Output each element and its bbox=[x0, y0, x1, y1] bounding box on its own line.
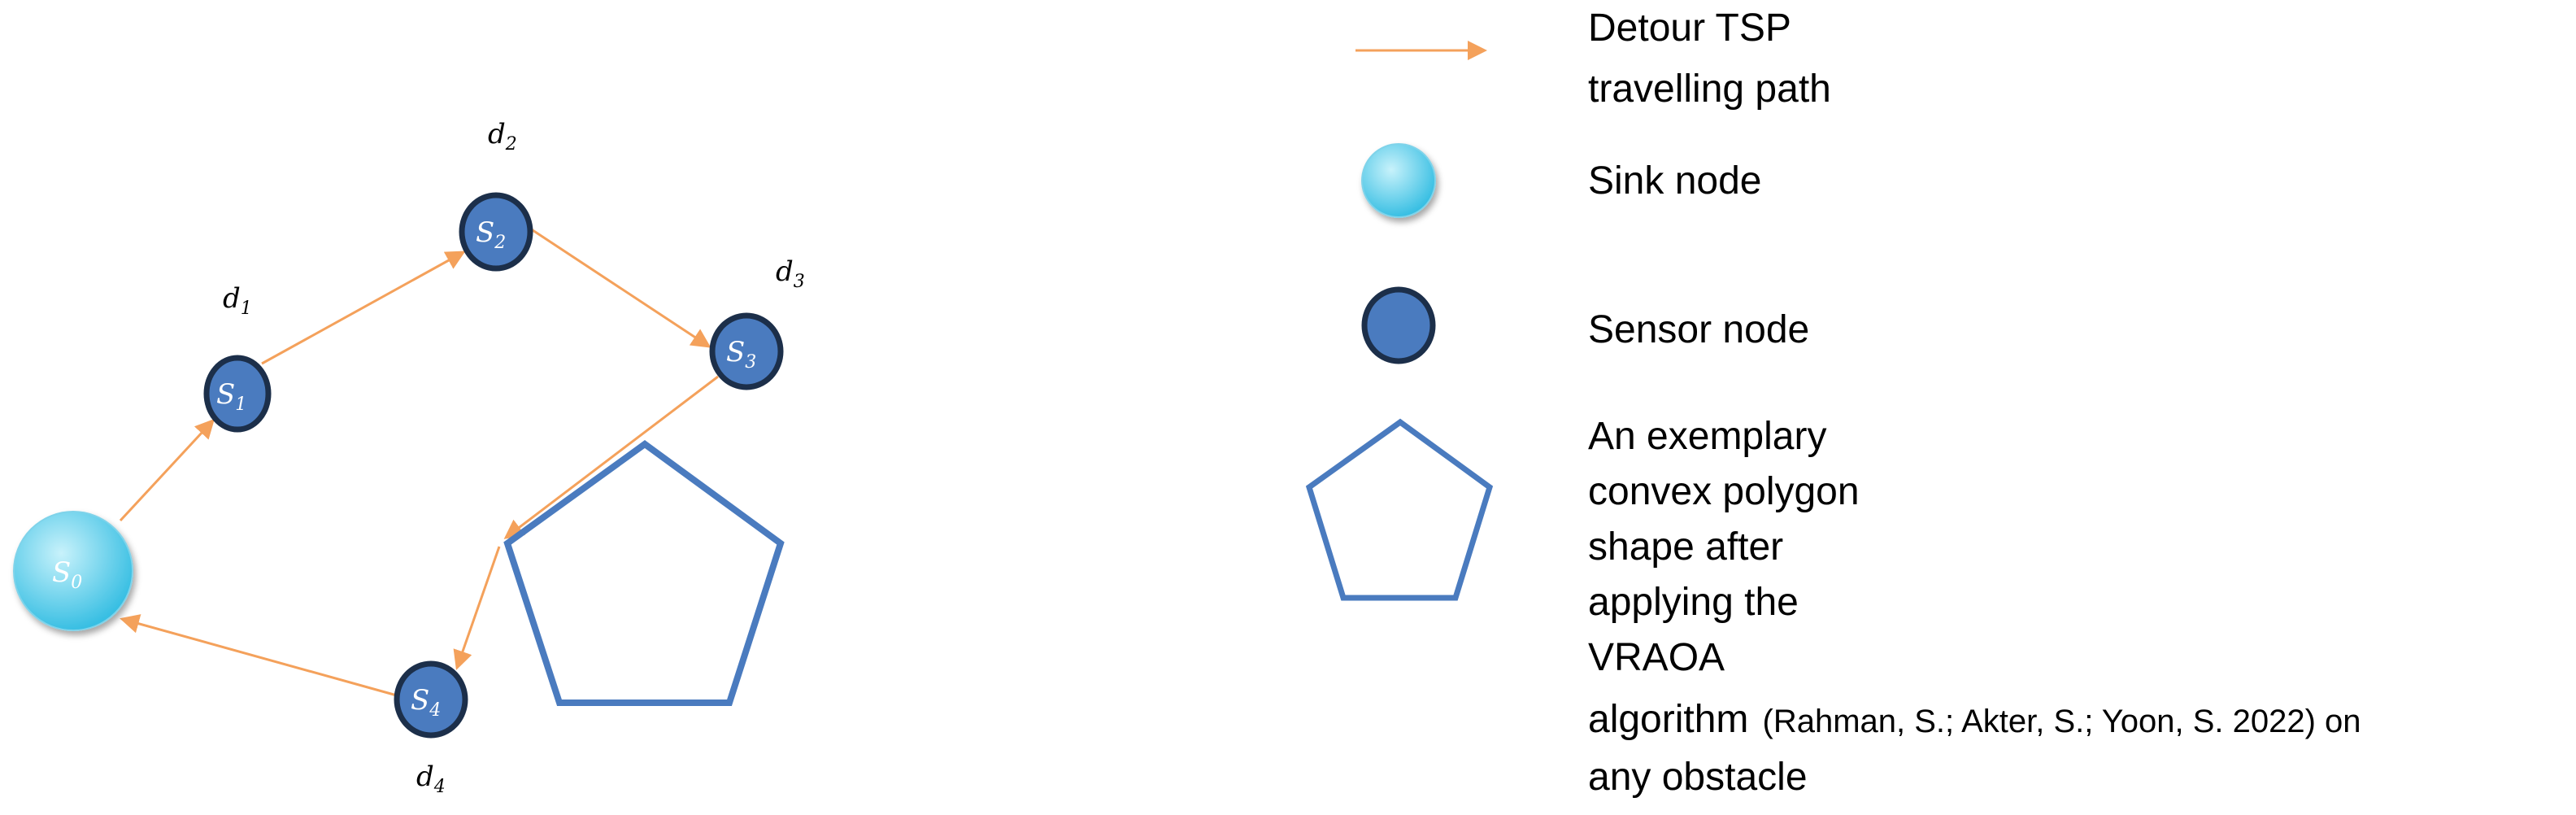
path-edge-s2-s3 bbox=[529, 227, 711, 348]
node-label-s0: S0 bbox=[52, 556, 82, 593]
sensor-node-icon bbox=[1361, 286, 1436, 364]
sink-node-icon bbox=[1361, 143, 1436, 218]
sensor-node-s3: S3 bbox=[709, 312, 784, 390]
legend-path-line1: Detour TSP bbox=[1588, 7, 1791, 50]
node-label-s1: S1 bbox=[216, 378, 246, 415]
sensor-node-s2: S2 bbox=[459, 192, 533, 272]
node-label-s3: S3 bbox=[726, 336, 756, 373]
distance-label-d4: d4 bbox=[416, 761, 446, 797]
legend-polygon-line3: shape after bbox=[1588, 525, 1783, 569]
legend-polygon-line7: any obstacle bbox=[1588, 756, 1808, 799]
path-edge-s3-detour bbox=[503, 375, 719, 539]
legend-polygon-line1: An exemplary bbox=[1588, 415, 1826, 458]
obstacle-pentagon bbox=[503, 440, 785, 706]
path-edge-detour-s4 bbox=[453, 546, 501, 670]
path-edge-s4-s0 bbox=[120, 614, 398, 697]
sensor-node-s4: S4 bbox=[394, 660, 468, 739]
distance-label-d2: d2 bbox=[488, 118, 517, 155]
tsp-path bbox=[119, 227, 719, 697]
legend-polygon-line6: algorithm (Rahman, S.; Akter, S.; Yoon, … bbox=[1588, 698, 2361, 741]
sink-node-s0: S0 bbox=[13, 511, 133, 631]
path-edge-s1-s2 bbox=[261, 251, 466, 365]
legend-sink-label: Sink node bbox=[1588, 159, 1762, 203]
distance-label-d1: d1 bbox=[223, 282, 252, 319]
sensor-node-s1: S1 bbox=[203, 355, 272, 433]
pentagon-icon bbox=[1305, 418, 1494, 601]
node-label-s4: S4 bbox=[411, 684, 441, 721]
legend-polygon-line5: VRAOA bbox=[1588, 636, 1725, 679]
distance-label-d3: d3 bbox=[776, 255, 805, 292]
legend-path-line2: travelling path bbox=[1588, 68, 1831, 111]
legend-polygon-line4: applying the bbox=[1588, 581, 1799, 624]
legend: Detour TSP travelling path Sink node Sen… bbox=[1305, 7, 2361, 799]
legend-sensor-label: Sensor node bbox=[1588, 308, 1809, 351]
node-label-s2: S2 bbox=[476, 216, 506, 253]
path-edge-s0-s1 bbox=[119, 418, 215, 522]
legend-polygon-line2: convex polygon bbox=[1588, 470, 1860, 513]
